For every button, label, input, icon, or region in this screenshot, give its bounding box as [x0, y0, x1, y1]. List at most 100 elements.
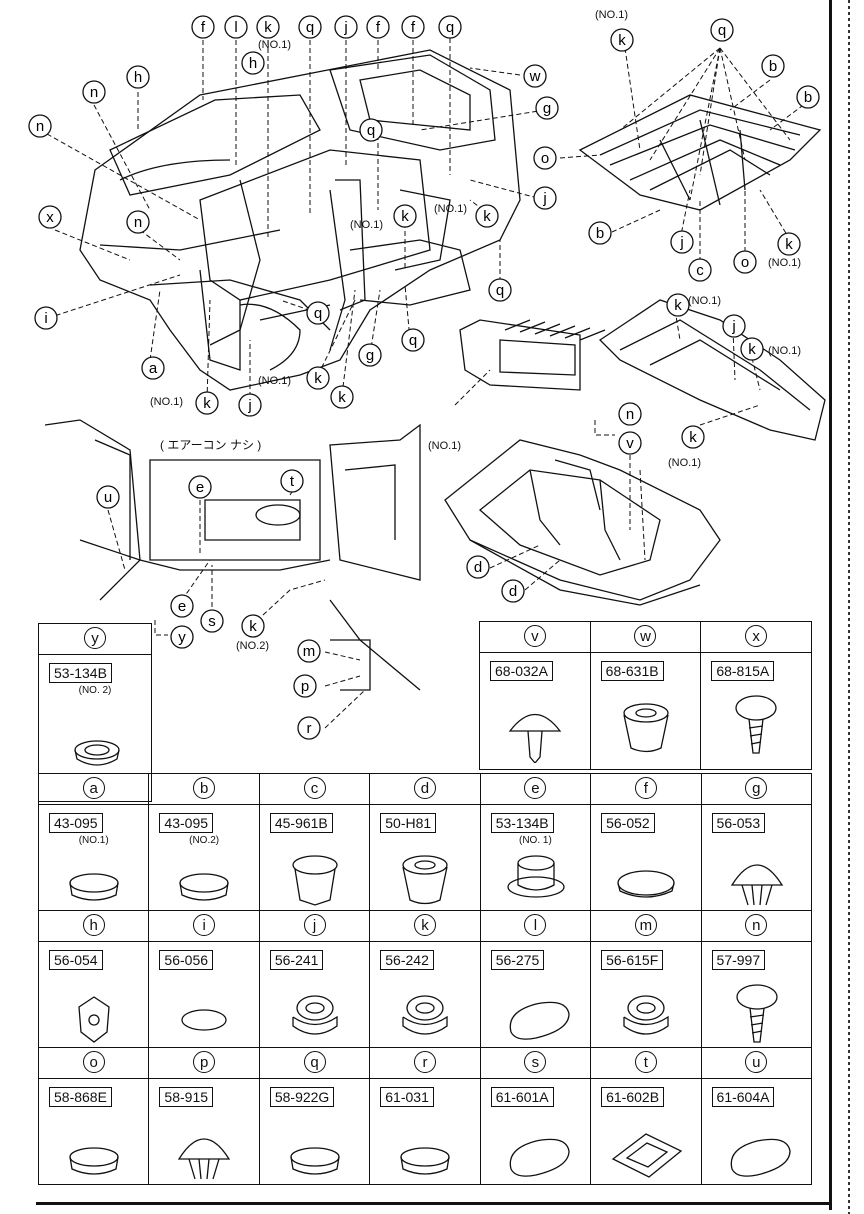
part-icon [402, 855, 448, 905]
note-no1: (NO.1) [688, 295, 721, 307]
part-number: 56-241 [269, 950, 324, 970]
floor-panel-drawing [578, 94, 822, 211]
part-icon [730, 1138, 791, 1177]
parts-cell: 57-997 [700, 941, 813, 1048]
parts-cell: 61-604A [700, 1078, 813, 1185]
part-icon [730, 864, 783, 906]
callout-label: u [104, 489, 112, 506]
part-letter: g [745, 777, 768, 799]
callout-circle [38, 205, 62, 229]
part-letter: c [303, 777, 326, 799]
callout-label: k [483, 208, 491, 225]
parts-cell: 68-032A [479, 652, 591, 770]
parts-header: d [369, 773, 481, 805]
part-icon [78, 996, 110, 1043]
part-icon [623, 995, 669, 1035]
callout-label: n [626, 406, 634, 423]
callout-label: q [409, 332, 417, 349]
callout-label: o [541, 150, 549, 167]
callout-circle [666, 293, 690, 317]
callout-label: h [134, 69, 142, 86]
part-icon [509, 1138, 570, 1177]
part-subnote: (NO. 1) [519, 835, 552, 846]
callout-label: t [290, 473, 295, 490]
callout-label: q [718, 22, 726, 39]
callout-circle [618, 402, 642, 426]
part-letter: r [413, 1051, 436, 1073]
part-letter: f [634, 777, 657, 799]
callout-circle [28, 114, 52, 138]
part-icon [617, 870, 675, 898]
part-letter: p [193, 1051, 216, 1073]
part-number: 58-922G [269, 1087, 335, 1107]
callout-label: s [208, 613, 216, 630]
part-icon [735, 695, 777, 754]
note-no1: (NO.1) [668, 457, 701, 469]
part-number: 61-601A [490, 1087, 554, 1107]
part-icon [69, 873, 119, 901]
callout-circle [306, 366, 330, 390]
callout-circle [280, 469, 304, 493]
part-icon [292, 995, 338, 1035]
rear-floor-drawing [459, 319, 606, 391]
parts-cell: 43-095(NO.2) [148, 804, 260, 911]
callout-label: n [36, 118, 44, 135]
parts-header: f [590, 773, 702, 805]
parts-cell: 56-056 [148, 941, 260, 1048]
callout-label: r [307, 720, 312, 737]
callout-label: q [306, 19, 314, 36]
parts-header: e [479, 773, 592, 805]
parts-cell: 45-961B [258, 804, 371, 911]
callout-circle [238, 393, 262, 417]
parts-header: i [148, 910, 260, 942]
part-icon [509, 1001, 570, 1040]
callout-label: m [303, 643, 316, 660]
callout-circle [334, 15, 358, 39]
part-letter: o [82, 1051, 105, 1073]
callout-circle [610, 28, 634, 52]
callout-label: j [679, 234, 683, 251]
callout-circle [466, 555, 490, 579]
parts-cell: 58-922G [258, 1078, 371, 1185]
callout-circle [241, 614, 265, 638]
side-member-drawing [598, 299, 826, 441]
part-icon [178, 1138, 231, 1180]
callout-label: y [178, 629, 186, 646]
part-icon [292, 855, 338, 906]
callout-circle [401, 15, 425, 39]
callout-label: q [367, 122, 375, 139]
callout-circle [533, 146, 557, 170]
note-no1: (NO.1) [150, 396, 183, 408]
callout-label: e [178, 598, 186, 615]
callout-circle [796, 85, 820, 109]
part-letter: j [303, 914, 326, 936]
callout-circle [401, 328, 425, 352]
callout-circle [241, 51, 265, 75]
callout-label: k [618, 32, 626, 49]
note-no1: (NO.1) [768, 257, 801, 269]
callout-label: g [366, 347, 374, 364]
callout-circle [488, 278, 512, 302]
callout-label: f [201, 19, 206, 36]
callout-circle [670, 230, 694, 254]
part-subnote: (NO. 2) [78, 685, 112, 696]
part-subnote: (NO.2) [189, 835, 220, 846]
callout-label: o [741, 254, 749, 271]
part-letter: y [84, 627, 106, 649]
callout-circle [224, 15, 248, 39]
part-letter: b [193, 777, 216, 799]
parts-header: q [258, 1047, 371, 1079]
callout-label: d [474, 559, 482, 576]
part-icon [400, 1147, 450, 1175]
callout-circle [681, 425, 705, 449]
leader-lines-rear [454, 309, 761, 530]
parts-cell: 58-915 [148, 1078, 260, 1185]
callout-circle [501, 579, 525, 603]
part-number: 68-032A [490, 661, 553, 681]
callout-label: k [314, 370, 322, 387]
callout-label: h [249, 55, 257, 72]
part-icon [507, 855, 565, 898]
parts-cell: 56-053 [700, 804, 813, 911]
callout-circle [761, 54, 785, 78]
